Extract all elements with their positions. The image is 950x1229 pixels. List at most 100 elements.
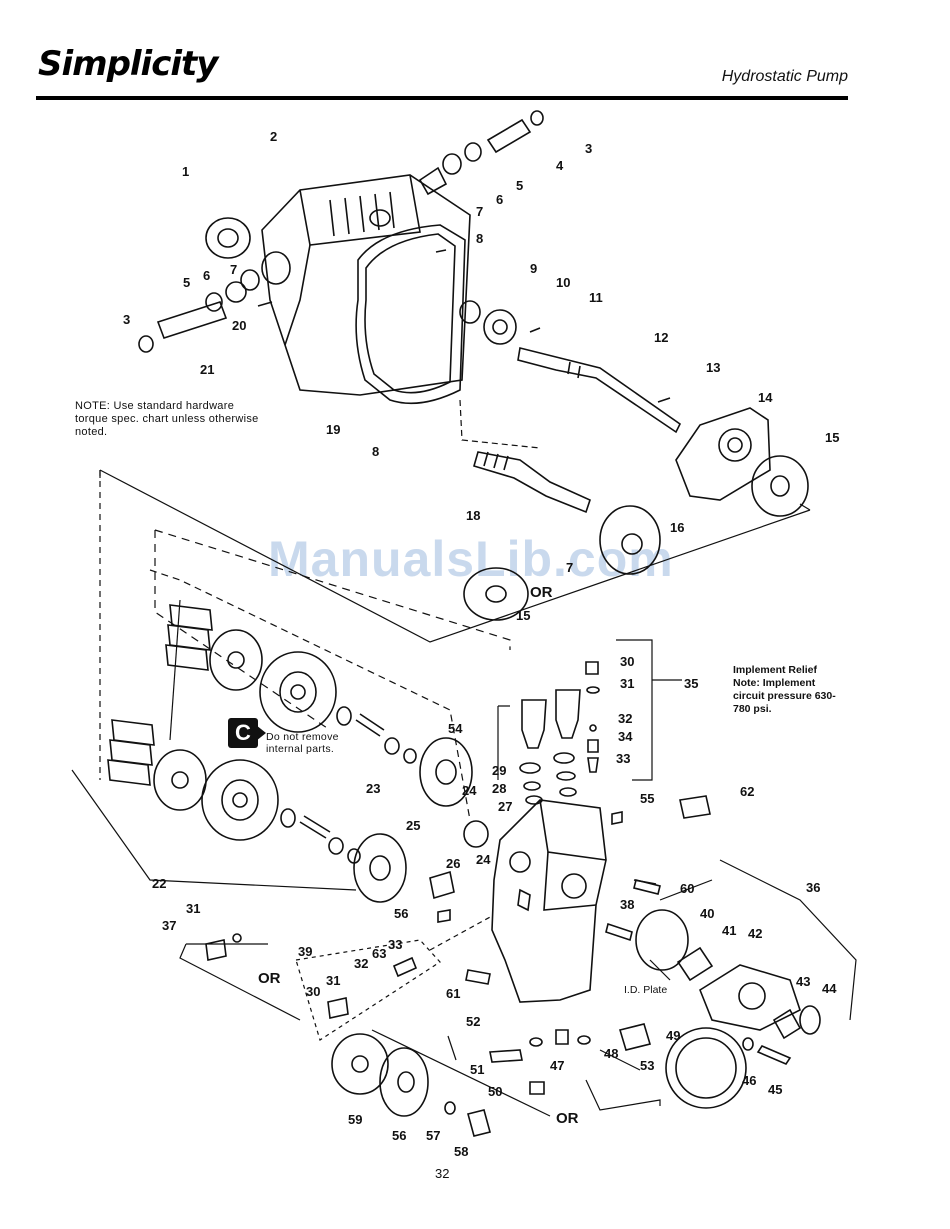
gasket [355, 224, 466, 405]
caution-badge: C [228, 718, 258, 748]
callout-57: 57 [426, 1128, 440, 1143]
callout-58: 58 [454, 1144, 468, 1159]
callout-56b: 56 [394, 906, 408, 921]
callout-2: 2 [270, 129, 277, 144]
retainer-plate-lower [153, 749, 207, 811]
callout-33: 33 [616, 751, 630, 766]
callout-31b: 31 [186, 901, 200, 916]
callout-51: 51 [470, 1062, 484, 1077]
page-header: Simplicity Hydrostatic Pump [0, 0, 950, 110]
valve-plate-25 [353, 833, 407, 903]
callout-38: 38 [620, 897, 634, 912]
callout-1: 1 [182, 164, 189, 179]
callout-20: 20 [232, 318, 246, 333]
callout-11: 11 [589, 290, 603, 305]
callout-33b: 33 [388, 937, 402, 952]
callout-41: 41 [722, 923, 736, 938]
callout-28: 28 [492, 781, 506, 796]
callout-62: 62 [740, 784, 754, 799]
callout-44: 44 [822, 981, 837, 996]
callout-7c: 7 [566, 560, 573, 575]
callout-3: 3 [585, 141, 592, 156]
callout-4: 4 [556, 158, 564, 173]
torque-note: NOTE: Use standard hardware torque spec.… [75, 400, 259, 438]
callout-25: 25 [406, 818, 420, 833]
main-shaft-12 [517, 347, 682, 434]
callout-23: 23 [366, 781, 380, 796]
washer-15 [751, 455, 809, 517]
callout-10: 10 [556, 275, 570, 290]
callout-13: 13 [706, 360, 720, 375]
or-label-1: OR [530, 584, 553, 601]
callout-7: 7 [476, 204, 483, 219]
callout-46: 46 [742, 1073, 756, 1088]
callout-42: 42 [748, 926, 762, 941]
page-number: 32 [435, 1166, 450, 1181]
callout-31c: 31 [326, 973, 340, 988]
callout-39: 39 [298, 944, 312, 959]
callout-40: 40 [700, 906, 714, 921]
callout-56: 56 [392, 1128, 406, 1143]
cylinder-block-upper [259, 651, 337, 733]
filter-53 [665, 1027, 747, 1109]
callout-30b: 30 [306, 984, 320, 999]
callout-59: 59 [348, 1112, 362, 1127]
callout-43: 43 [796, 974, 810, 989]
callout-6b: 6 [203, 268, 210, 283]
callout-5: 5 [516, 178, 523, 193]
callout-34: 34 [618, 729, 633, 744]
o-ring-40 [635, 909, 689, 971]
callout-27: 27 [498, 799, 512, 814]
callout-12: 12 [654, 330, 668, 345]
callout-5b: 5 [183, 275, 190, 290]
input-shaft-18 [473, 451, 591, 514]
callout-24b: 24 [476, 852, 491, 867]
charge-pump-42 [699, 964, 801, 1031]
callout-60: 60 [680, 881, 694, 896]
bearing-10 [483, 309, 517, 345]
plate-56 [379, 1047, 429, 1117]
callout-7b: 7 [230, 262, 237, 277]
swash-trunnion [675, 407, 771, 501]
callout-53: 53 [640, 1058, 654, 1073]
or-label-3: OR [556, 1110, 579, 1127]
callout-29: 29 [492, 763, 506, 778]
callout-31: 31 [620, 676, 634, 691]
callout-24: 24 [462, 783, 477, 798]
or-label-2: OR [258, 970, 281, 987]
implement-relief-note: Implement Relief Note: Implement circuit… [733, 664, 836, 715]
callout-9: 9 [530, 261, 537, 276]
badge-arrow-icon [256, 725, 266, 741]
callout-61: 61 [446, 986, 460, 1001]
valve-plate-23 [419, 737, 473, 807]
shaft-4 [486, 118, 532, 154]
callout-6: 6 [496, 192, 503, 207]
callout-35: 35 [684, 676, 698, 691]
shaft-21 [156, 301, 228, 339]
callout-32: 32 [618, 711, 632, 726]
bearing-1 [205, 217, 251, 259]
port-plate-7 [599, 505, 661, 575]
callout-49: 49 [666, 1028, 680, 1043]
callout-21: 21 [200, 362, 214, 377]
callout-47: 47 [550, 1058, 564, 1073]
brand-logo: Simplicity [38, 44, 218, 84]
header-rule [36, 96, 848, 100]
callout-3b: 3 [123, 312, 130, 327]
id-plate-label: I.D. Plate [624, 984, 667, 996]
pump-housing [261, 174, 471, 396]
callout-36: 36 [806, 880, 820, 895]
callout-54: 54 [448, 721, 463, 736]
callout-16: 16 [670, 520, 684, 535]
cylinder-block-lower [201, 759, 279, 841]
callout-63: 63 [372, 946, 386, 961]
callout-8b: 8 [372, 444, 379, 459]
callout-50: 50 [488, 1084, 502, 1099]
plate-59 [331, 1033, 389, 1095]
callout-52: 52 [466, 1014, 480, 1029]
callout-26: 26 [446, 856, 460, 871]
callout-15b: 15 [516, 608, 530, 623]
callout-45: 45 [768, 1082, 782, 1097]
do-not-remove-note: Do not remove internal parts. [266, 731, 339, 755]
callout-37: 37 [162, 918, 176, 933]
